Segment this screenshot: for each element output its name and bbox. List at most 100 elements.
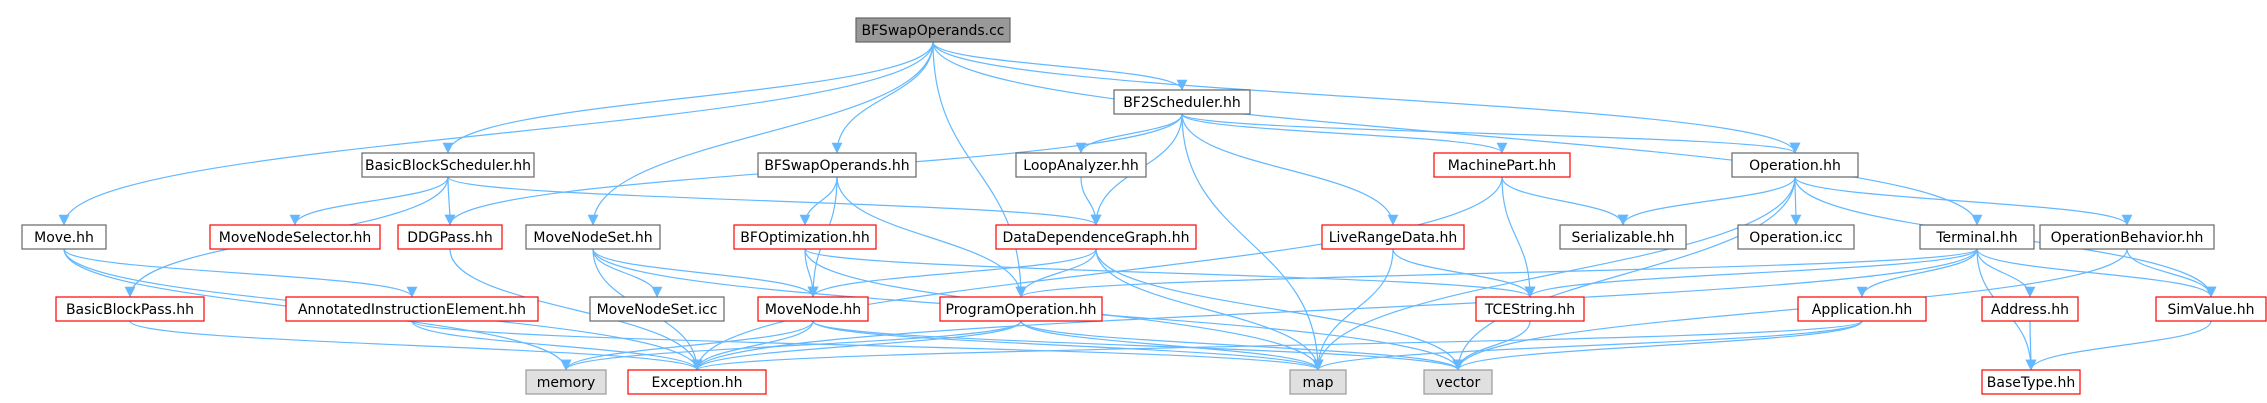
edge-term-to-addr — [1976, 248, 2036, 298]
node-opicc[interactable]: Operation.icc — [1737, 224, 1855, 250]
node-box-ddg — [397, 224, 503, 250]
node-box-bfso — [757, 152, 917, 178]
node-label-mnsicc: MoveNodeSet.icc — [597, 302, 718, 318]
edge-root-to-move — [58, 41, 934, 226]
node-label-tce: TCEString.hh — [1484, 302, 1575, 318]
node-label-term: Terminal.hh — [1935, 230, 2017, 246]
node-root[interactable]: BFSwapOperands.cc — [855, 17, 1011, 43]
node-label-memory: memory — [537, 375, 596, 391]
node-label-mp: MachinePart.hh — [1448, 158, 1556, 174]
node-mnsicc[interactable]: MoveNodeSet.icc — [589, 296, 725, 322]
node-mp[interactable]: MachinePart.hh — [1433, 152, 1571, 178]
node-mnsel[interactable]: MoveNodeSelector.hh — [209, 224, 381, 250]
node-move[interactable]: Move.hh — [21, 224, 107, 250]
edge-mn-to-vector — [812, 320, 1464, 371]
node-box-bfopt — [733, 224, 877, 250]
edge-app-to-exc — [692, 320, 1863, 371]
edge-mp-to-tce — [1501, 176, 1536, 298]
node-bbs[interactable]: BasicBlockScheduler.hh — [361, 152, 535, 178]
node-label-bfopt: BFOptimization.hh — [740, 230, 869, 246]
edge-op-to-opicc — [1790, 176, 1802, 226]
node-box-la — [1015, 152, 1147, 178]
node-label-map: map — [1302, 375, 1333, 391]
edge-root-to-bbs — [442, 41, 934, 154]
node-layer: BFSwapOperands.ccBF2Scheduler.hhBasicBlo… — [21, 17, 2267, 395]
node-label-bbs: BasicBlockScheduler.hh — [365, 158, 531, 174]
edge-bbp-to-exc — [129, 320, 703, 371]
node-box-mnsel — [209, 224, 381, 250]
edge-app-to-vector — [1452, 320, 1863, 371]
node-label-lrd: LiveRangeData.hh — [1329, 230, 1458, 246]
edge-mn-to-map — [812, 320, 1324, 371]
edge-root-to-bf2 — [932, 41, 1188, 91]
node-label-opb: OperationBehavior.hh — [2051, 230, 2204, 246]
node-bbp[interactable]: BasicBlockPass.hh — [55, 296, 205, 322]
node-box-addr — [1981, 296, 2079, 322]
edge-op-to-vector — [1452, 176, 1796, 371]
node-box-opb — [2039, 224, 2215, 250]
node-label-aie: AnnotatedInstructionElement.hh — [298, 302, 526, 318]
edge-root-to-po — [932, 41, 1027, 298]
node-ddg[interactable]: DDGPass.hh — [397, 224, 503, 250]
node-addr[interactable]: Address.hh — [1981, 296, 2079, 322]
edge-root-to-bfso — [831, 41, 934, 154]
node-box-lrd — [1321, 224, 1465, 250]
node-box-opicc — [1737, 224, 1855, 250]
edge-bbs-to-mnsel — [289, 176, 449, 226]
edge-aie-to-exc — [411, 320, 703, 371]
node-label-op: Operation.hh — [1749, 158, 1841, 174]
edge-app-to-map — [1312, 320, 1863, 371]
node-label-bt: BaseType.hh — [1987, 375, 2075, 391]
edge-mn-to-memory — [560, 320, 814, 371]
edge-mp-to-ser — [1501, 176, 1629, 226]
node-app[interactable]: Application.hh — [1797, 296, 1927, 322]
node-box-mp — [1433, 152, 1571, 178]
node-label-ddg: DDGPass.hh — [407, 230, 493, 246]
edge-ddg-to-exc — [449, 248, 703, 371]
node-box-map — [1289, 369, 1347, 395]
node-ddgr[interactable]: DataDependenceGraph.hh — [995, 224, 1197, 250]
node-mns[interactable]: MoveNodeSet.hh — [525, 224, 661, 250]
node-box-mn — [757, 296, 869, 322]
node-bt[interactable]: BaseType.hh — [1981, 369, 2081, 395]
node-mn[interactable]: MoveNode.hh — [757, 296, 869, 322]
node-sv[interactable]: SimValue.hh — [2155, 296, 2267, 322]
node-memory: memory — [525, 369, 607, 395]
node-bfso[interactable]: BFSwapOperands.hh — [757, 152, 917, 178]
node-bfopt[interactable]: BFOptimization.hh — [733, 224, 877, 250]
node-po[interactable]: ProgramOperation.hh — [939, 296, 1103, 322]
node-tce[interactable]: TCEString.hh — [1475, 296, 1585, 322]
edge-op-to-ser — [1617, 176, 1796, 226]
node-box-po — [939, 296, 1103, 322]
node-bf2[interactable]: BF2Scheduler.hh — [1113, 89, 1251, 115]
node-label-exc: Exception.hh — [651, 375, 742, 391]
node-lrd[interactable]: LiveRangeData.hh — [1321, 224, 1465, 250]
node-label-move: Move.hh — [34, 230, 94, 246]
node-box-bbs — [361, 152, 535, 178]
edge-bfso-to-bfopt — [799, 176, 838, 226]
node-term[interactable]: Terminal.hh — [1919, 224, 2035, 250]
edge-bf2-to-lrd — [1181, 113, 1399, 226]
node-label-app: Application.hh — [1812, 302, 1912, 318]
node-opb[interactable]: OperationBehavior.hh — [2039, 224, 2215, 250]
edge-bf2-to-mp — [1181, 113, 1508, 154]
edge-opb-to-vector — [1452, 248, 2128, 371]
node-box-bf2 — [1113, 89, 1251, 115]
node-map: map — [1289, 369, 1347, 395]
node-label-addr: Address.hh — [1991, 302, 2069, 318]
node-exc[interactable]: Exception.hh — [627, 369, 767, 395]
node-box-bbp — [55, 296, 205, 322]
node-label-root: BFSwapOperands.cc — [862, 23, 1005, 39]
node-ser[interactable]: Serializable.hh — [1559, 224, 1687, 250]
node-label-mns: MoveNodeSet.hh — [533, 230, 652, 246]
node-la[interactable]: LoopAnalyzer.hh — [1015, 152, 1147, 178]
node-label-la: LoopAnalyzer.hh — [1023, 158, 1138, 174]
edge-term-to-po — [1016, 248, 1978, 298]
node-box-mnsicc — [589, 296, 725, 322]
edge-bbs-to-ddgr — [447, 176, 1102, 226]
node-aie[interactable]: AnnotatedInstructionElement.hh — [285, 296, 539, 322]
edge-bf2-to-map — [1181, 113, 1324, 371]
node-box-mns — [525, 224, 661, 250]
node-label-ser: Serializable.hh — [1571, 230, 1674, 246]
node-op[interactable]: Operation.hh — [1731, 152, 1859, 178]
